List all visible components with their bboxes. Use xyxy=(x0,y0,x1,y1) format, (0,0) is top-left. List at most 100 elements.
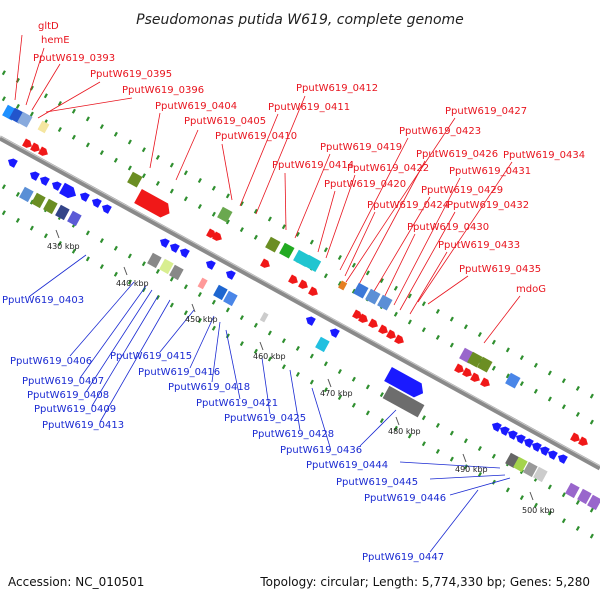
gene-arrow-forward xyxy=(352,309,362,319)
gene-box xyxy=(67,210,82,227)
gene-label: PputW619_0412 xyxy=(296,83,378,94)
gene-box-shape xyxy=(217,206,233,223)
leader-line xyxy=(379,233,416,307)
tick-mark xyxy=(421,415,426,421)
tick-mark xyxy=(421,301,426,307)
gene-box-shape xyxy=(127,171,143,188)
tick-mark xyxy=(169,276,174,282)
gene-arrow-shape xyxy=(548,450,558,460)
tick-mark xyxy=(323,387,328,393)
gene-box xyxy=(265,236,281,253)
tick-mark xyxy=(309,379,314,385)
leader-line xyxy=(211,321,221,383)
tick-mark xyxy=(435,422,440,428)
gene-box-shape xyxy=(147,252,162,269)
leader-line xyxy=(99,299,171,423)
gene-arrow-shape xyxy=(368,318,378,328)
gene-label: PputW619_0405 xyxy=(184,116,266,127)
gene-label: PputW619_0447 xyxy=(362,552,444,563)
tick-mark xyxy=(463,464,468,470)
gene-arrow-reverse xyxy=(540,446,550,456)
scale-tick xyxy=(327,378,332,388)
scale-tick xyxy=(529,491,534,501)
gene-arrow-reverse xyxy=(206,260,216,270)
tick-mark xyxy=(141,261,146,267)
leader-line xyxy=(429,474,506,480)
leader-line xyxy=(284,172,287,231)
tick-mark xyxy=(561,518,566,524)
scale-label: 460 kbp xyxy=(253,352,286,361)
gene-box-shape xyxy=(17,111,33,128)
genome-stats-text: Topology: circular; Length: 5,774,330 bp… xyxy=(259,575,590,589)
tick-mark xyxy=(197,292,202,298)
tick-mark xyxy=(141,173,146,179)
tick-mark xyxy=(281,338,286,344)
gene-label: PputW619_0411 xyxy=(268,102,350,113)
gene-label: PputW619_0426 xyxy=(416,149,498,160)
tick-mark xyxy=(491,339,496,345)
tick-mark xyxy=(127,279,132,285)
gene-box xyxy=(467,351,483,368)
tick-mark xyxy=(15,191,20,197)
gene-label: PputW619_0395 xyxy=(90,69,172,80)
gene-box xyxy=(19,186,34,203)
tick-mark xyxy=(57,241,62,247)
gene-box xyxy=(217,206,233,223)
scale-label: 490 kbp xyxy=(455,465,488,474)
gene-box xyxy=(533,466,548,483)
tick-mark xyxy=(365,270,370,276)
tick-mark xyxy=(519,381,524,387)
gene-arrow-forward xyxy=(260,258,270,268)
leader-line xyxy=(239,113,279,207)
scale-labels: 430 kbp 440 kbp 450 kbp 460 kbp 470 kbp … xyxy=(47,242,555,515)
tick-mark xyxy=(113,157,118,163)
tick-mark xyxy=(449,316,454,322)
tick-mark xyxy=(43,233,48,239)
gene-arrow-shape xyxy=(306,316,316,326)
tick-mark xyxy=(477,446,482,452)
leader-line xyxy=(91,295,159,407)
gene-box-shape xyxy=(505,372,521,389)
gene-arrow-reverse xyxy=(492,422,502,432)
gene-arrow-reverse xyxy=(524,438,534,448)
tick-mark xyxy=(211,211,216,217)
gene-arrow-forward xyxy=(358,313,368,323)
tick-mark xyxy=(463,324,468,330)
tick-mark xyxy=(295,345,300,351)
gene-box xyxy=(37,120,50,134)
genome-backbone xyxy=(0,135,600,471)
tick-mark xyxy=(155,154,160,160)
leader-line xyxy=(294,153,331,239)
gene-label: PputW619_0424 xyxy=(367,200,449,211)
gene-box-shape xyxy=(259,312,269,323)
tick-mark xyxy=(211,325,216,331)
gene-box xyxy=(303,254,322,273)
tick-mark xyxy=(15,77,20,83)
tick-mark xyxy=(505,373,510,379)
scale-tick xyxy=(259,341,264,351)
tick-mark xyxy=(155,268,160,274)
gene-box-shape xyxy=(533,466,548,483)
gene-arrow-forward xyxy=(308,286,318,296)
gene-box xyxy=(477,356,493,373)
tick-mark xyxy=(225,193,230,199)
tick-mark xyxy=(183,170,188,176)
gene-label: PputW619_0406 xyxy=(10,356,92,367)
gene-arrow-forward xyxy=(378,324,388,334)
gene-arrow-reverse xyxy=(92,198,102,208)
gene-arrow-shape xyxy=(288,274,298,284)
tick-mark xyxy=(239,315,244,321)
gene-arrow-reverse xyxy=(170,243,180,253)
leader-line xyxy=(255,95,306,215)
tick-mark xyxy=(533,388,538,394)
gene-arrow-reverse xyxy=(180,248,190,258)
leader-line xyxy=(429,489,479,553)
leader-line xyxy=(225,329,241,400)
tick-mark xyxy=(379,392,384,398)
gene-arrow-shape xyxy=(22,138,32,148)
bottom-gene-labels: PputW619_0403 PputW619_0406 PputW619_040… xyxy=(2,295,446,563)
gene-box-shape xyxy=(505,452,520,469)
leader-lines xyxy=(14,34,521,553)
tick-mark xyxy=(477,332,482,338)
tick-mark xyxy=(295,231,300,237)
